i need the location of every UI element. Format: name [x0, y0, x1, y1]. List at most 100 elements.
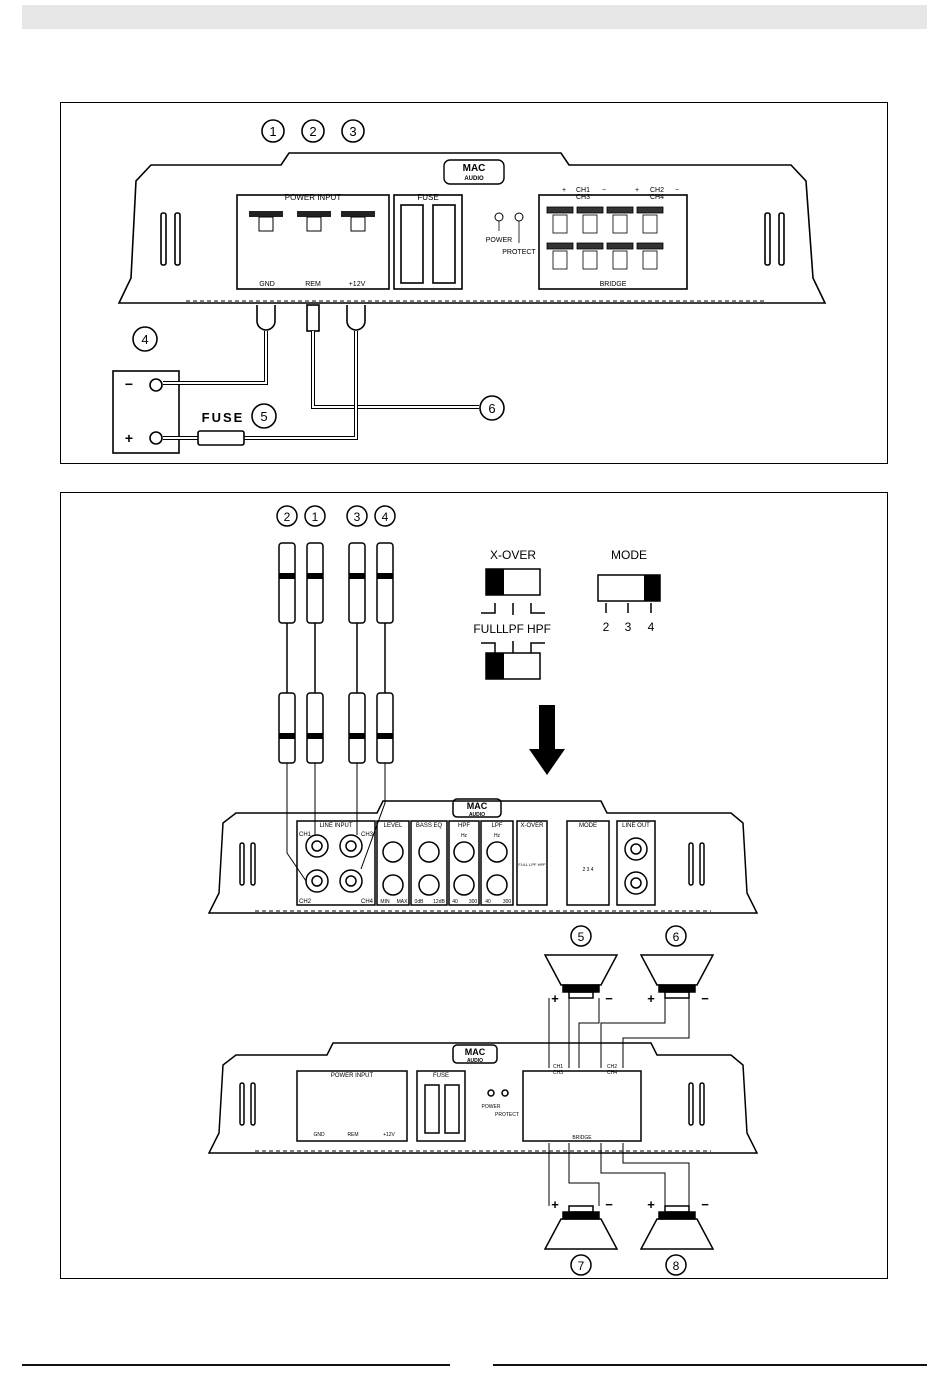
- front-amp-body: [207, 800, 759, 914]
- header-band: [22, 5, 927, 29]
- brand-logo-line1: MAC: [463, 163, 486, 174]
- footer-rule-right: [493, 1364, 927, 1366]
- front-brand-line2: AUDIO: [469, 812, 485, 818]
- input-ch2-label: CH2: [299, 899, 312, 905]
- speaker-callout-7: 7: [578, 1259, 585, 1273]
- mode-option-3: 3: [625, 620, 632, 634]
- speaker-callout-8: 8: [673, 1259, 680, 1273]
- rear-amp-body: [207, 1042, 759, 1154]
- input-ch1-label: CH1: [299, 832, 312, 838]
- rear-power-input-label: POWER INPUT: [331, 1073, 374, 1079]
- input-ch3-label: CH3: [361, 832, 374, 838]
- speaker-6-plus: +: [647, 991, 655, 1006]
- ch4-label: CH4: [650, 194, 664, 201]
- terminal-gnd-label: GND: [259, 281, 275, 288]
- led-power-label: POWER: [486, 237, 512, 244]
- level-label: LEVEL: [384, 823, 403, 829]
- level-max-label: MAX: [397, 899, 409, 905]
- line-input-label: LINE INPUT: [319, 823, 352, 829]
- signal-wiring-panel: 2 1 3 4 X-OVER FULL LPF HPF MODE 2 3 4 5…: [60, 492, 888, 1279]
- mode-option-2: 2: [603, 620, 610, 634]
- callout-2: 2: [309, 124, 316, 139]
- rear-terminal-12v: +12V: [383, 1132, 395, 1138]
- speaker-6-minus: −: [701, 991, 709, 1006]
- hpf-max-label: 300: [469, 899, 478, 905]
- led-protect-label: PROTECT: [502, 249, 536, 256]
- speaker-7-minus: −: [605, 1197, 613, 1212]
- bass-max-label: 12dB: [433, 899, 445, 905]
- lpf-max-label: 300: [503, 899, 512, 905]
- amp-body: [117, 152, 827, 304]
- ch3-label: CH3: [576, 194, 590, 201]
- rca-callout-3: 3: [354, 510, 361, 524]
- hpf-label: HPF: [458, 823, 470, 829]
- speaker-callout-6: 6: [673, 930, 680, 944]
- hpf-min-label: 40: [452, 899, 458, 905]
- speaker-callout-5: 5: [578, 930, 585, 944]
- fuse-block: [393, 194, 463, 290]
- power-wiring-diagram: POWER INPUT FUSE POWER PROTECT GND REM +…: [112, 119, 827, 454]
- power-input-block: [236, 194, 390, 290]
- callout-1: 1: [269, 124, 276, 139]
- ch1-label: CH1: [576, 187, 590, 194]
- rear-terminal-rem: REM: [347, 1132, 358, 1138]
- front-xover-options: FULL LPF HPF: [518, 862, 546, 867]
- rca-callout-2: 2: [284, 510, 291, 524]
- rear-terminal-gnd: GND: [313, 1132, 325, 1138]
- battery-minus: −: [125, 376, 133, 392]
- input-ch4-label: CH4: [361, 899, 374, 905]
- ch-header-plus-2: +: [635, 187, 639, 194]
- battery: [112, 370, 180, 454]
- rca-callout-4: 4: [382, 510, 389, 524]
- rear-fuse-label: FUSE: [433, 1073, 449, 1079]
- mode-title: MODE: [611, 548, 647, 562]
- rear-brand-line1: MAC: [465, 1047, 486, 1057]
- fuse-block-label: FUSE: [417, 193, 438, 202]
- battery-plus: +: [125, 430, 133, 446]
- line-out-label: LINE OUT: [622, 823, 650, 829]
- front-mode-options: 2 3 4: [582, 867, 593, 873]
- lpf-min-label: 40: [485, 899, 491, 905]
- mode-option-4: 4: [648, 620, 655, 634]
- level-min-label: MIN: [380, 899, 390, 905]
- signal-wiring-diagram: 2 1 3 4 X-OVER FULL LPF HPF MODE 2 3 4 5…: [207, 505, 759, 1276]
- xover-option-full: FULL: [473, 622, 503, 636]
- front-mode-label: MODE: [579, 823, 597, 829]
- rear-ch2-label: CH2: [607, 1064, 617, 1070]
- rear-led-power-label: POWER: [482, 1104, 501, 1110]
- rear-brand-line2: AUDIO: [467, 1058, 483, 1064]
- ch-header-minus: −: [602, 187, 606, 194]
- rear-bridge-label: BRIDGE: [572, 1135, 592, 1141]
- xover-title: X-OVER: [490, 548, 536, 562]
- rear-led-protect-label: PROTECT: [495, 1112, 519, 1118]
- brand-logo-line2: AUDIO: [464, 176, 484, 182]
- terminal-12v-label: +12V: [349, 281, 366, 288]
- speaker-5-plus: +: [551, 991, 559, 1006]
- down-arrow-icon: [529, 705, 565, 775]
- callout-3: 3: [349, 124, 356, 139]
- rear-ch1-label: CH1: [553, 1064, 563, 1070]
- speaker-5-minus: −: [605, 991, 613, 1006]
- lpf-hz-label: Hz: [494, 833, 501, 839]
- lpf-label: LPF: [491, 823, 502, 829]
- bass-min-label: 0dB: [415, 899, 425, 905]
- callout-6: 6: [488, 401, 495, 416]
- speaker-8-plus: +: [647, 1197, 655, 1212]
- power-wiring-panel: POWER INPUT FUSE POWER PROTECT GND REM +…: [60, 102, 888, 464]
- front-xover-label: X-OVER: [520, 823, 544, 829]
- terminal-rem-label: REM: [305, 281, 321, 288]
- xover-option-lpf: LPF: [502, 622, 524, 636]
- footer-rule-left: [22, 1364, 450, 1366]
- inline-fuse-label: FUSE: [202, 410, 245, 425]
- ch-header-minus-2: −: [675, 187, 679, 194]
- bridge-label: BRIDGE: [600, 281, 627, 288]
- speaker-terminal-block: [538, 194, 688, 290]
- callout-5: 5: [260, 409, 267, 424]
- speaker-8-minus: −: [701, 1197, 709, 1212]
- hpf-hz-label: Hz: [461, 833, 468, 839]
- rca-callout-1: 1: [312, 510, 319, 524]
- power-input-label: POWER INPUT: [285, 193, 342, 202]
- ch-header-plus: +: [562, 187, 566, 194]
- callout-4: 4: [141, 332, 148, 347]
- front-brand-line1: MAC: [467, 801, 488, 811]
